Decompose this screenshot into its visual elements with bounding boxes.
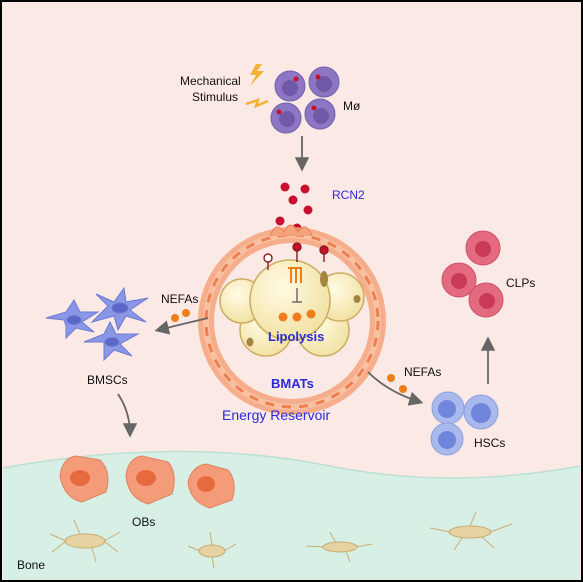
osteocyte-icon [305, 531, 373, 563]
hematopoietic-cell-icon [465, 230, 501, 266]
nefa-dots-center [278, 309, 316, 322]
label-rcn2: RCN2 [332, 188, 365, 202]
label-macrophage: Mø [343, 99, 361, 113]
osteocyte-icon [429, 511, 513, 551]
macrophage-cell-icon [270, 102, 302, 134]
label-clps: CLPs [506, 276, 535, 290]
osteoblast-icon [125, 455, 175, 505]
arrow-icon [154, 317, 209, 335]
stem-cell-icon [83, 320, 140, 362]
label-lipolysis: Lipolysis [268, 329, 324, 344]
arrow-icon [117, 393, 138, 438]
macrophage-cell-icon [274, 70, 306, 102]
nefa-dots-left [171, 309, 190, 322]
osteocyte-icon [49, 519, 121, 563]
signal-icon [288, 267, 302, 283]
label-energy-reservoir: Energy Reservoir [222, 407, 330, 423]
macrophage-cell-icon [308, 66, 340, 98]
hematopoietic-cell-icon [441, 262, 477, 298]
label-stimulus: Stimulus [192, 90, 238, 104]
stem-cell-icon [45, 299, 100, 340]
label-bmats: BMATs [271, 376, 314, 391]
bone-edge [2, 450, 581, 479]
osteocyte-icon [187, 531, 237, 569]
hematopoietic-cell-icon [430, 422, 464, 456]
hematopoietic-cell-icon [468, 282, 504, 318]
label-obs: OBs [132, 515, 155, 529]
adipocyte-cluster-icon [219, 259, 365, 357]
label-mechanical: Mechanical [180, 74, 241, 88]
arrow-icon [367, 371, 424, 406]
label-hscs: HSCs [474, 436, 505, 450]
macrophage-cell-icon [304, 98, 336, 130]
hematopoietic-cell-icon [431, 391, 465, 425]
nefa-dots-right [387, 374, 407, 393]
stem-cell-icon [90, 286, 149, 332]
osteoblast-icon [187, 463, 235, 509]
label-bmscs: BMSCs [87, 373, 128, 387]
label-nefas-right: NEFAs [404, 365, 441, 379]
receptor-icon [263, 242, 329, 270]
hematopoietic-cell-icon [463, 394, 499, 430]
fire-ring [198, 224, 386, 415]
label-bone: Bone [17, 558, 45, 572]
lightning-icon [250, 64, 264, 86]
inhibition-icon [292, 288, 302, 303]
osteoblast-icon [59, 455, 109, 503]
label-nefas-left: NEFAs [161, 292, 198, 306]
lightning-icon [245, 98, 269, 109]
